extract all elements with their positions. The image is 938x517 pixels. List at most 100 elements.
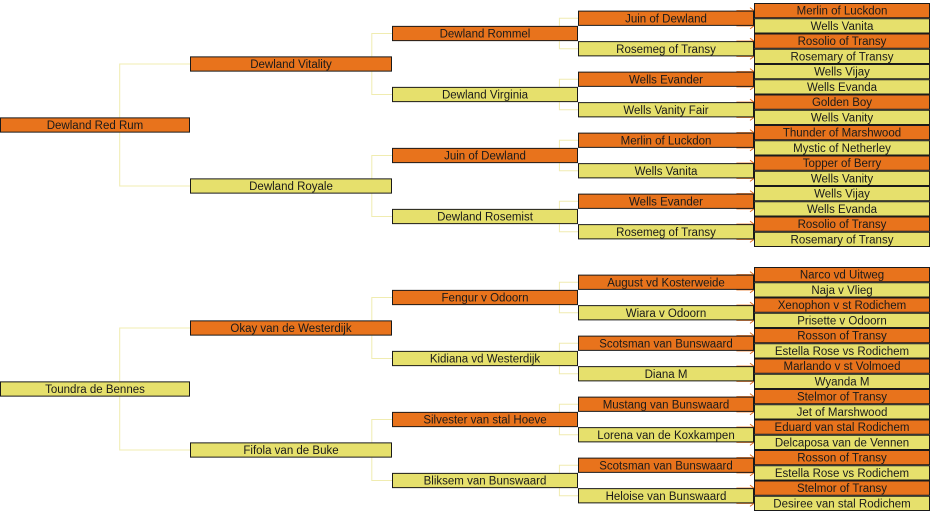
pedigree-box-sire: Stelmor of Transy xyxy=(754,480,930,496)
horse-name: Narco vd Uitweg xyxy=(800,270,884,282)
pedigree-box-bg xyxy=(754,48,930,64)
pedigree-box-dam: Wells Vanity Fair xyxy=(578,102,754,118)
pedigree-box-sire: Juin of Dewland xyxy=(578,10,754,26)
pedigree-box-sire: Wells Evander xyxy=(578,71,754,87)
pedigree-box-sire: Dewland Vitality xyxy=(190,56,392,72)
horse-name: Rosson of Transy xyxy=(797,331,887,343)
pedigree-box-sire: Rosolio of Transy xyxy=(754,33,930,49)
pedigree-box-sire: Eduard van stal Rodichem xyxy=(754,419,930,435)
pedigree-box-sire: Merlin of Luckdon xyxy=(754,3,930,19)
pedigree-box-bg xyxy=(578,488,754,504)
connector-line xyxy=(371,71,392,95)
pedigree-box-sire: Marlando v st Volmoed xyxy=(754,358,930,374)
horse-name: Rosson of Transy xyxy=(797,453,887,465)
horse-name: Fifola van de Buke xyxy=(243,445,338,457)
horse-name: Rosolio of Transy xyxy=(798,36,887,48)
pedigree-box-bg xyxy=(754,343,930,359)
pedigree-box-bg xyxy=(754,312,930,328)
horse-name: Dewland Vitality xyxy=(250,59,332,71)
horse-name: Wells Vanity xyxy=(811,112,873,124)
horse-name: Heloise van Bunswaard xyxy=(606,491,727,503)
pedigree-box-bg xyxy=(190,56,392,72)
pedigree-box-dam: Diana M xyxy=(578,366,754,382)
pedigree-box-bg xyxy=(392,472,578,489)
pedigree-box-bg xyxy=(392,289,578,306)
connector-line xyxy=(558,305,578,314)
pedigree-box-bg xyxy=(578,224,754,240)
connector-line xyxy=(119,63,190,118)
pedigree-box-bg xyxy=(754,267,930,283)
pedigree-box-bg xyxy=(754,373,930,389)
pedigree-box-dam: Desiree van stal Rodichem xyxy=(754,495,930,511)
pedigree-box-dam: Rosemary of Transy xyxy=(754,231,930,247)
connector-line xyxy=(558,488,578,497)
pedigree-box-bg xyxy=(754,450,930,466)
pedigree-box-sire: Thunder of Marshwood xyxy=(754,125,930,141)
pedigree-box-dam: Wells Vijay xyxy=(754,186,930,202)
pedigree-box-dam: Mystic of Netherley xyxy=(754,140,930,156)
connector-line xyxy=(558,78,578,87)
pedigree-box-sire: Rosolio of Transy xyxy=(754,216,930,232)
pedigree-box-bg xyxy=(578,132,754,148)
horse-name: Prisette v Odoorn xyxy=(797,315,886,327)
pedigree-box-dam: Fifola van de Buke xyxy=(190,442,392,458)
connector-line xyxy=(371,33,392,57)
pedigree-box-bg xyxy=(190,320,392,336)
pedigree-box-dam: Delcaposa van de Vennen xyxy=(754,434,930,450)
horse-name: Rosemeg of Transy xyxy=(616,227,716,239)
pedigree-box-bg xyxy=(578,335,754,351)
horse-name: Diana M xyxy=(645,369,688,381)
horse-name: Juin of Dewland xyxy=(625,13,707,25)
pedigree-box-dam: Toundra de Bennes xyxy=(0,381,190,397)
horse-name: Eduard van stal Rodichem xyxy=(775,422,910,434)
pedigree-box-dam: Wells Vanity xyxy=(754,170,930,186)
connector-line xyxy=(558,427,578,436)
pedigree-box-bg xyxy=(754,125,930,141)
horse-name: Mystic of Netherley xyxy=(793,143,891,155)
pedigree-box-bg xyxy=(578,41,754,57)
pedigree-box-bg xyxy=(578,457,754,473)
connector-line xyxy=(371,419,392,443)
pedigree-box-dam: Prisette v Odoorn xyxy=(754,312,930,328)
pedigree-box-bg xyxy=(578,10,754,26)
horse-name: Desiree van stal Rodichem xyxy=(773,498,910,510)
horse-name: Dewland Rommel xyxy=(440,29,531,41)
horse-name: Mustang van Bunswaard xyxy=(603,399,730,411)
pedigree-box-bg xyxy=(0,117,190,133)
connector-line xyxy=(558,17,578,26)
pedigree-box-bg xyxy=(578,193,754,209)
connector-line xyxy=(558,342,578,351)
horse-name: Okay van de Westerdijk xyxy=(230,323,351,335)
pedigree-box-sire: Silvester van stal Hoeve xyxy=(392,411,578,428)
pedigree-box-bg xyxy=(190,442,392,458)
pedigree-box-dam: Estella Rose vs Rodichem xyxy=(754,465,930,481)
connector-line xyxy=(371,193,392,217)
horse-name: Kidiana vd Westerdijk xyxy=(430,354,541,366)
pedigree-box-bg xyxy=(578,71,754,87)
pedigree-box-dam: Rosemeg of Transy xyxy=(578,41,754,57)
pedigree-box-dam: Wells Evanda xyxy=(754,201,930,217)
pedigree-box-bg xyxy=(754,297,930,313)
horse-name: Dewland Rosemist xyxy=(437,212,534,224)
pedigree-box-dam: Wiara v Odoorn xyxy=(578,305,754,321)
connector-line xyxy=(558,464,578,473)
horse-name: Merlin of Luckdon xyxy=(797,6,888,18)
connector-line xyxy=(371,155,392,179)
pedigree-box-bg xyxy=(754,404,930,420)
horse-name: Wyanda M xyxy=(815,376,870,388)
horse-name: Stelmor of Transy xyxy=(797,483,887,495)
pedigree-box-sire: Golden Boy xyxy=(754,94,930,110)
pedigree-box-sire: Mustang van Bunswaard xyxy=(578,396,754,412)
horse-name: Topper of Berry xyxy=(803,158,882,170)
horse-name: Bliksem van Bunswaard xyxy=(424,476,547,488)
horse-name: Rosemary of Transy xyxy=(791,234,894,246)
pedigree-box-bg xyxy=(754,3,930,19)
connector-line xyxy=(558,139,578,148)
pedigree-box-bg xyxy=(754,18,930,34)
horse-name: Rosemeg of Transy xyxy=(616,44,716,56)
pedigree-box-bg xyxy=(754,419,930,435)
pedigree-box-dam: Heloise van Bunswaard xyxy=(578,488,754,504)
pedigree-box-sire: Topper of Berry xyxy=(754,155,930,171)
pedigree-box-bg xyxy=(754,170,930,186)
pedigree-box-bg xyxy=(392,25,578,42)
